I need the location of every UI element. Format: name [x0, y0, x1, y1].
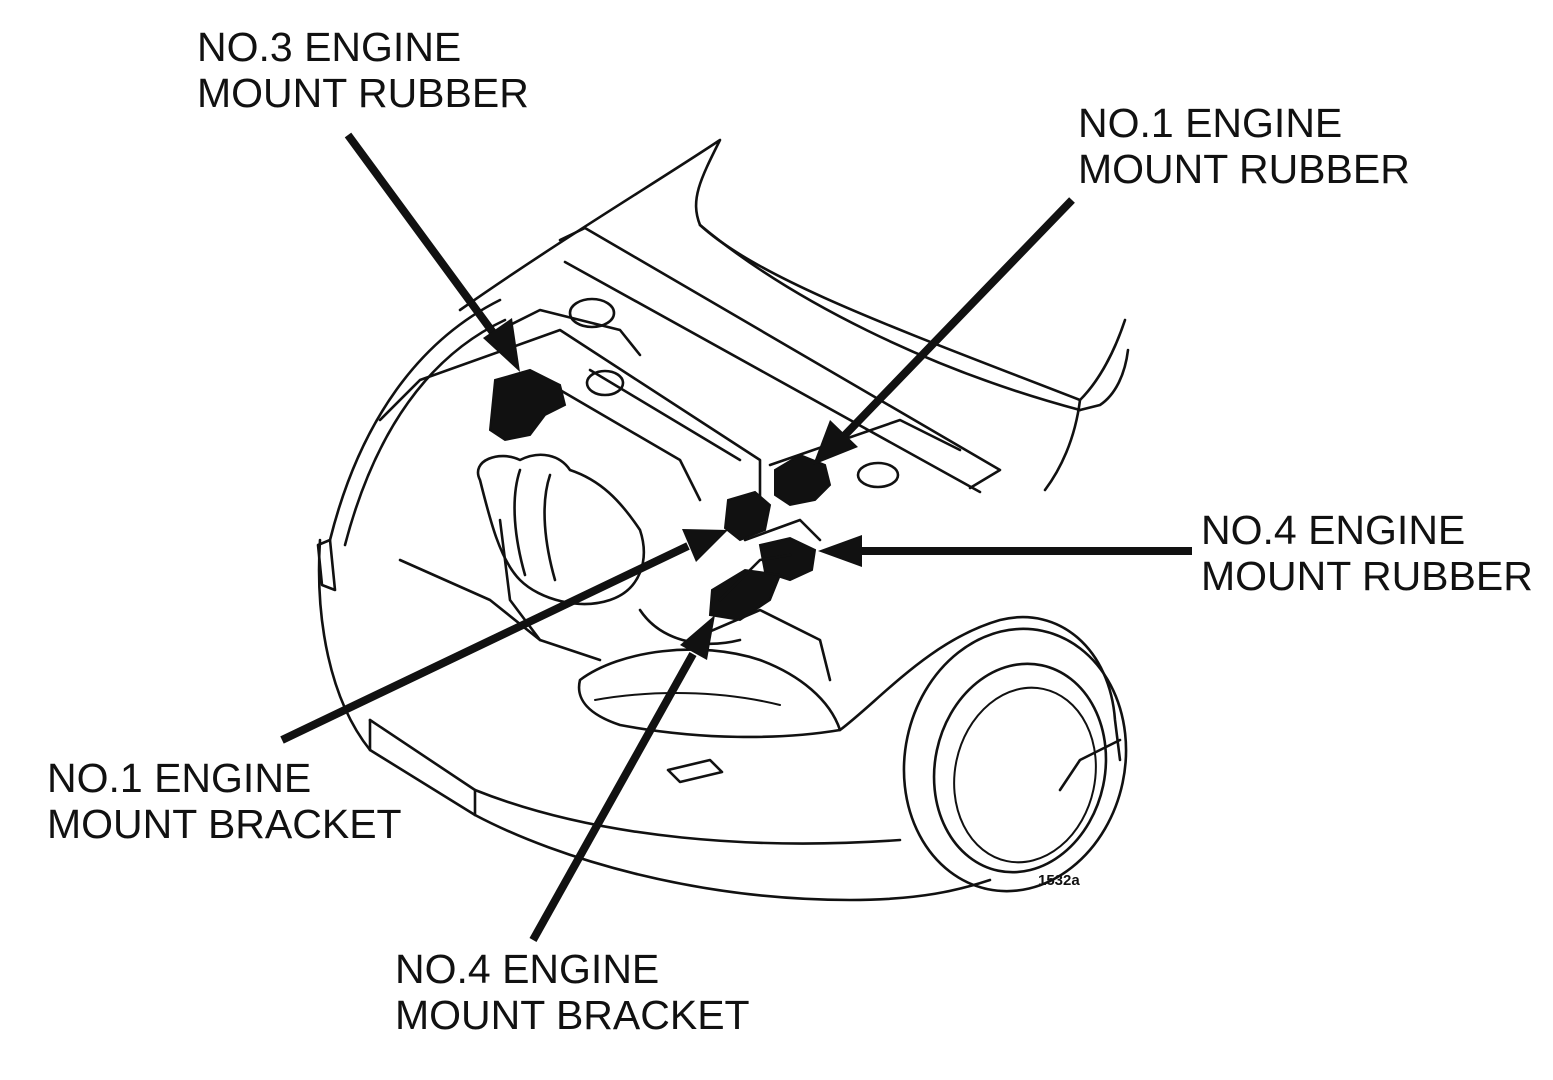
callout-line1: NO.1 ENGINE — [47, 755, 312, 801]
no1-mount-bracket-shape — [723, 490, 772, 542]
no1-mount-rubber-shape — [774, 453, 832, 507]
callout-arrows — [280, 132, 1192, 942]
callout-line1: NO.4 ENGINE — [395, 946, 660, 992]
callout-no4-engine-mount-rubber: NO.4 ENGINE MOUNT RUBBER — [1201, 507, 1533, 599]
arrow-no4-bracket — [529, 615, 715, 942]
figure-id-label: 1532a — [1038, 872, 1080, 889]
arrow-no4-rubber — [818, 535, 1192, 567]
engine-mount-parts — [488, 368, 832, 622]
callout-no1-engine-mount-rubber: NO.1 ENGINE MOUNT RUBBER — [1078, 100, 1410, 192]
callout-line2: MOUNT RUBBER — [1201, 553, 1533, 599]
callout-line2: MOUNT BRACKET — [47, 801, 402, 847]
callout-no1-engine-mount-bracket: NO.1 ENGINE MOUNT BRACKET — [47, 755, 402, 847]
callout-line1: NO.1 ENGINE — [1078, 100, 1343, 146]
arrow-no1-rubber — [813, 197, 1075, 465]
callout-line2: MOUNT RUBBER — [1078, 146, 1410, 192]
callout-line2: MOUNT RUBBER — [197, 70, 529, 116]
callout-line1: NO.4 ENGINE — [1201, 507, 1466, 553]
no4-mount-bracket-shape — [708, 568, 782, 622]
callout-no4-engine-mount-bracket: NO.4 ENGINE MOUNT BRACKET — [395, 946, 750, 1038]
no3-mount-rubber-shape — [488, 368, 567, 442]
arrow-no1-bracket — [280, 529, 728, 744]
callout-no3-engine-mount-rubber: NO.3 ENGINE MOUNT RUBBER — [197, 24, 529, 116]
car-body-outline — [316, 138, 1130, 902]
callout-line1: NO.3 ENGINE — [197, 24, 462, 70]
callout-line2: MOUNT BRACKET — [395, 992, 750, 1038]
arrow-no3-rubber — [344, 132, 520, 372]
